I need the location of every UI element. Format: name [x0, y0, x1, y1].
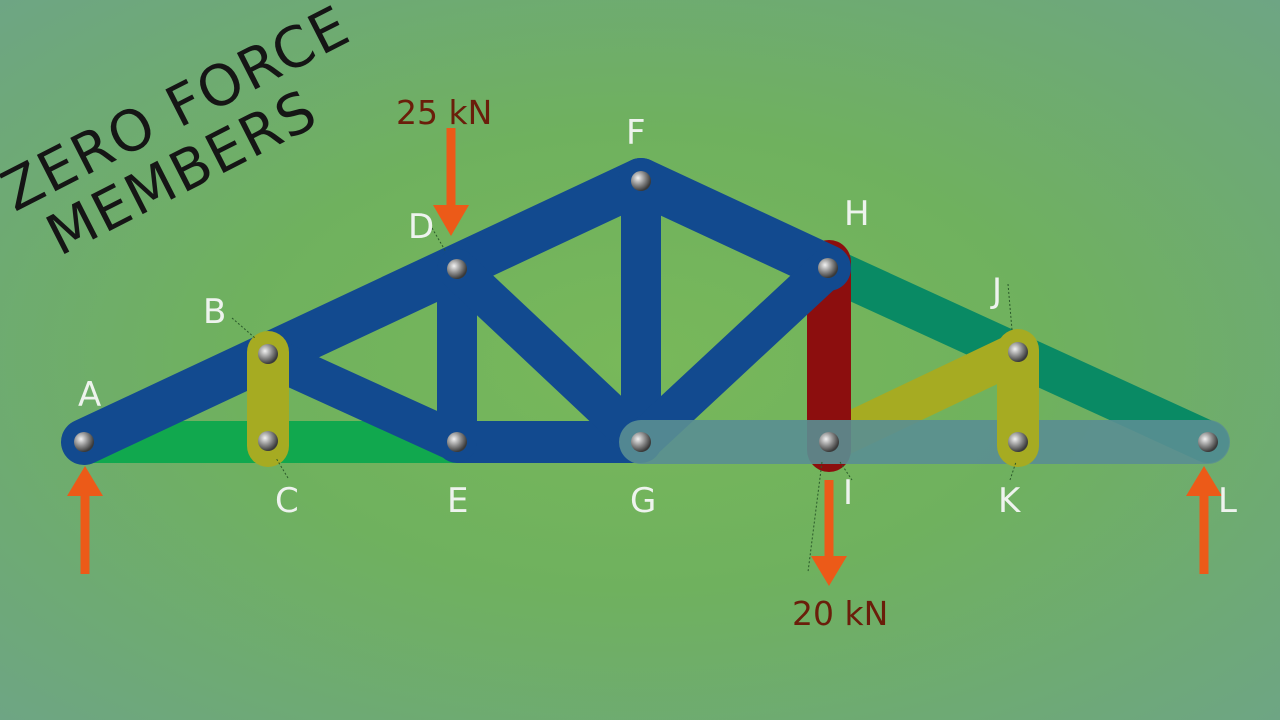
node-label-g: G [630, 481, 656, 521]
pin-g [631, 432, 651, 452]
member-fh [618, 158, 851, 291]
node-label-j: J [990, 271, 1002, 311]
pin-l [1198, 432, 1218, 452]
arrow-up-icon [1186, 466, 1222, 574]
node-label-e: E [447, 481, 468, 521]
member-be [248, 336, 477, 462]
node-label-h: H [844, 194, 870, 234]
node-label-f: F [626, 113, 646, 153]
pin-k [1008, 432, 1028, 452]
pin-f [631, 171, 651, 191]
pin-j [1008, 342, 1028, 362]
node-label-i: I [843, 473, 853, 513]
pin-c [258, 431, 278, 451]
pin-h [818, 258, 838, 278]
load-label-20kn: 20 kN [792, 594, 888, 633]
node-label-b: B [203, 292, 226, 332]
node-label-c: C [275, 481, 299, 521]
node-labels: A B C D E F G H I J K L [78, 113, 1237, 521]
pin-d [447, 259, 467, 279]
pin-b [258, 344, 278, 364]
node-label-d: D [408, 207, 434, 247]
member-hg [621, 248, 848, 462]
node-label-k: K [998, 481, 1022, 521]
pin-e [447, 432, 467, 452]
member-af [61, 158, 664, 465]
load-label-25kn: 25 kN [396, 93, 492, 132]
node-label-a: A [78, 375, 101, 415]
title-block: ZERO FORCE MEMBERS [0, 0, 361, 269]
member-dg [437, 249, 661, 462]
pin-i [819, 432, 839, 452]
blue-members [61, 158, 851, 465]
leader-lines [231, 227, 1017, 573]
pin-a [74, 432, 94, 452]
node-label-l: L [1218, 481, 1237, 521]
arrow-down-icon [811, 480, 847, 586]
pins [74, 171, 1218, 452]
load-arrows [67, 128, 1222, 586]
arrow-down-icon [433, 128, 469, 236]
arrow-up-icon [67, 466, 103, 574]
